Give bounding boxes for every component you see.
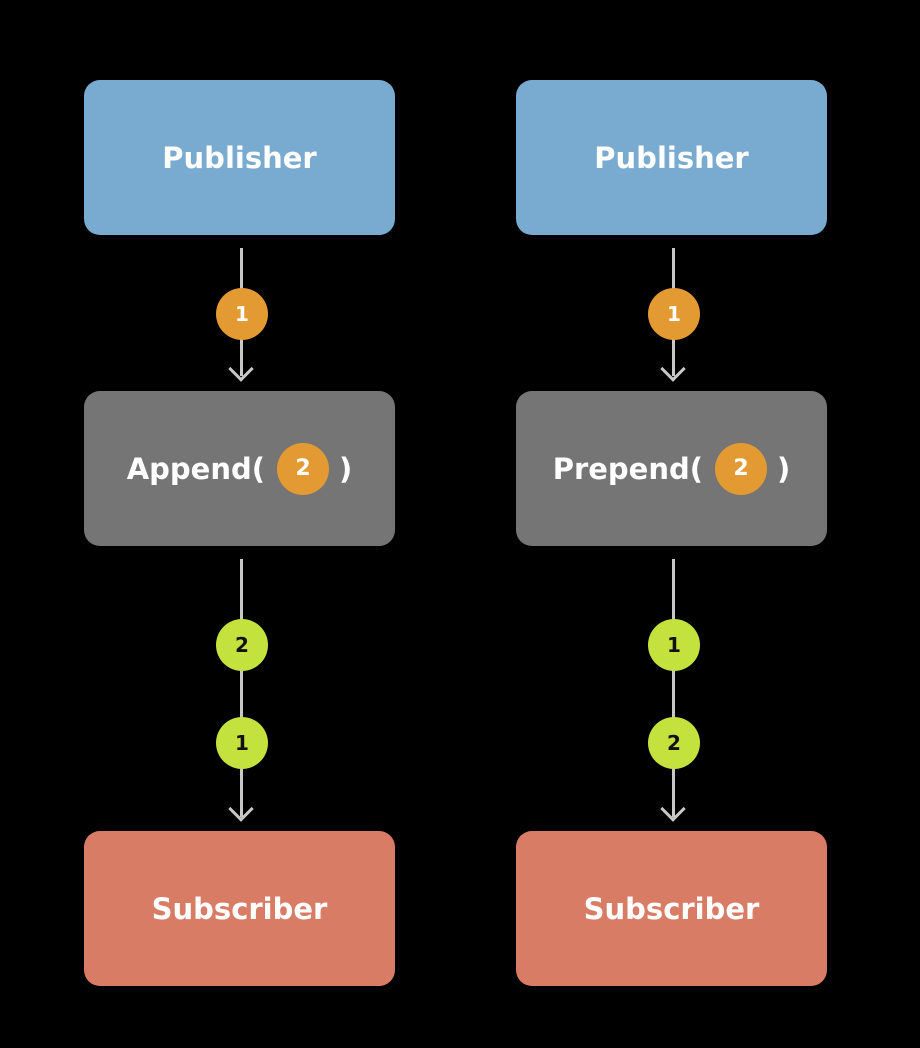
right-upper-arrowhead bbox=[660, 356, 686, 382]
right-lower-connector bbox=[672, 559, 675, 817]
prepend-argument-event: 2 bbox=[715, 442, 768, 495]
prepend-operator-box: Prepend( 2 ) bbox=[516, 391, 827, 546]
right-input-event: 1 bbox=[648, 288, 700, 340]
left-input-event: 1 bbox=[216, 288, 268, 340]
left-subscriber-box: Subscriber bbox=[84, 831, 395, 986]
right-subscriber-label: Subscriber bbox=[583, 891, 760, 926]
left-output-event-second: 1 bbox=[216, 717, 268, 769]
right-subscriber-box: Subscriber bbox=[516, 831, 827, 986]
right-publisher-label: Publisher bbox=[594, 140, 749, 175]
append-operator-label: Append( bbox=[126, 451, 266, 486]
prepend-operator-label: Prepend( bbox=[552, 451, 704, 486]
left-subscriber-label: Subscriber bbox=[151, 891, 328, 926]
left-publisher-box: Publisher bbox=[84, 80, 395, 235]
left-publisher-label: Publisher bbox=[162, 140, 317, 175]
append-argument-event: 2 bbox=[277, 442, 330, 495]
right-output-event-first: 1 bbox=[648, 619, 700, 671]
right-output-event-second: 2 bbox=[648, 717, 700, 769]
prepend-close-paren: ) bbox=[777, 451, 791, 486]
right-publisher-box: Publisher bbox=[516, 80, 827, 235]
left-lower-arrowhead bbox=[228, 796, 254, 822]
left-lower-connector bbox=[240, 559, 243, 817]
append-close-paren: ) bbox=[339, 451, 353, 486]
append-operator-box: Append( 2 ) bbox=[84, 391, 395, 546]
left-upper-arrowhead bbox=[228, 356, 254, 382]
left-output-event-first: 2 bbox=[216, 619, 268, 671]
right-lower-arrowhead bbox=[660, 796, 686, 822]
